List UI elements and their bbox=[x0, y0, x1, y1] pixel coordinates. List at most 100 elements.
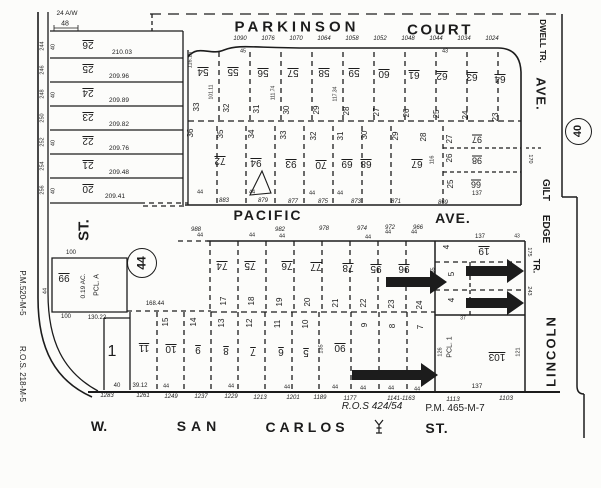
map-label: 11 bbox=[138, 342, 150, 353]
street-label-gilt-tr: TR. bbox=[531, 258, 542, 274]
map-label: 22 bbox=[359, 298, 368, 308]
map-label: 1090 bbox=[233, 36, 247, 42]
map-label: 0.19 AC. bbox=[79, 273, 87, 299]
map-label: 135 bbox=[430, 267, 437, 277]
map-label: 209.41 bbox=[105, 192, 125, 200]
map-label: 29 bbox=[312, 105, 321, 115]
map-label: 1044 bbox=[429, 36, 443, 42]
map-label: 23 bbox=[491, 112, 500, 122]
map-label: 44 bbox=[42, 287, 49, 295]
survey-monument-symbol bbox=[374, 419, 384, 434]
map-label: 1113 bbox=[446, 395, 460, 403]
ref-ros-218-m-5: R.O.S. 218-M-5 bbox=[18, 345, 27, 403]
map-label: 74 bbox=[216, 260, 228, 271]
map-label: 210.03 bbox=[112, 48, 132, 56]
map-label: 209.89 bbox=[109, 96, 129, 104]
map-label: 875 bbox=[317, 199, 329, 205]
map-label: 30 bbox=[282, 105, 291, 115]
map-label: 28 bbox=[342, 106, 351, 116]
map-label: 72 bbox=[214, 155, 226, 166]
map-label: 44 bbox=[196, 232, 204, 239]
map-label: 44 bbox=[227, 383, 235, 390]
map-label: 1034 bbox=[457, 36, 471, 42]
map-label: 12 bbox=[245, 318, 254, 328]
map-label: 95 bbox=[370, 263, 382, 274]
map-label: 44 bbox=[410, 229, 418, 236]
map-label: 76 bbox=[281, 260, 293, 271]
map-label: 34 bbox=[247, 129, 256, 139]
map-label: 40 bbox=[50, 91, 57, 99]
sheet-ref-40: 40 bbox=[564, 117, 592, 145]
map-label: 40 bbox=[50, 139, 57, 147]
ref-pm-465-m-7: P.M. 465-M-7 bbox=[425, 403, 485, 414]
map-label: 8 bbox=[223, 345, 229, 356]
map-label: 97 bbox=[471, 134, 483, 145]
map-label: 31 bbox=[336, 131, 345, 141]
map-label: 126 bbox=[437, 347, 444, 357]
map-label: 58 bbox=[318, 67, 330, 78]
map-label: 243 bbox=[525, 286, 532, 296]
map-label: 1070 bbox=[289, 36, 303, 42]
map-label: 250 bbox=[39, 113, 46, 123]
map-label: 1237 bbox=[194, 394, 208, 400]
map-label: 27 bbox=[445, 134, 454, 144]
map-label: 254 bbox=[39, 161, 46, 171]
map-label: 37 bbox=[460, 315, 466, 322]
map-label: 32 bbox=[309, 131, 318, 141]
map-label: 99 bbox=[58, 272, 70, 283]
map-label: 44 bbox=[331, 384, 339, 391]
map-label: 55 bbox=[227, 66, 239, 77]
map-label: 44 bbox=[196, 189, 204, 196]
map-label: 35 bbox=[216, 129, 225, 139]
street-label-pacific: PACIFIC bbox=[233, 207, 303, 223]
parcel-flag-triangle bbox=[249, 169, 272, 196]
map-label: 33 bbox=[192, 102, 201, 112]
map-label: 1141-1163 bbox=[387, 396, 415, 402]
map-label: 244 bbox=[39, 41, 46, 51]
map-label: 57 bbox=[287, 67, 299, 78]
map-label: 103 bbox=[488, 351, 506, 362]
map-label: 24 bbox=[461, 110, 470, 120]
map-label: 988 bbox=[190, 227, 202, 233]
map-label: 974 bbox=[356, 226, 368, 232]
map-label: 137 bbox=[474, 234, 486, 240]
map-label: 44 bbox=[283, 384, 291, 391]
map-label: 22 bbox=[82, 135, 94, 146]
map-label: 972 bbox=[384, 225, 396, 231]
map-label: 48 bbox=[61, 20, 69, 28]
map-label: 21 bbox=[82, 159, 94, 170]
map-label: 40 bbox=[50, 187, 57, 195]
map-label: 44 bbox=[308, 190, 316, 197]
map-label: 9 bbox=[195, 344, 201, 355]
map-label: 7 bbox=[250, 346, 256, 357]
map-label: 121 bbox=[515, 347, 522, 357]
map-label: 67 bbox=[411, 158, 423, 169]
map-label: 1058 bbox=[345, 36, 359, 42]
map-label: 1201 bbox=[286, 395, 300, 401]
map-label: PCL. A bbox=[93, 274, 101, 296]
map-label: 137 bbox=[471, 382, 483, 390]
street-label-west: W. bbox=[90, 418, 108, 434]
map-label: 5 bbox=[303, 347, 309, 358]
highlight-arrow bbox=[466, 291, 524, 315]
map-label: 94 bbox=[250, 157, 262, 168]
map-label: 64 bbox=[494, 73, 506, 84]
street-label-pacific-ave: AVE. bbox=[435, 210, 471, 226]
map-label: 1177 bbox=[343, 396, 357, 402]
map-label: 62 bbox=[436, 70, 448, 81]
map-label: 175 bbox=[525, 247, 532, 257]
street-label-edge: EDGE bbox=[540, 214, 551, 244]
map-label: 66 bbox=[470, 179, 482, 190]
map-label: 1213 bbox=[253, 395, 267, 401]
map-label: 33 bbox=[279, 130, 288, 140]
ref-pm-520-m-5: P.M.520-M-5 bbox=[18, 270, 27, 316]
ref-ros-424-54: R.O.S 424/54 bbox=[341, 401, 403, 412]
map-label: 43 bbox=[514, 233, 520, 240]
map-label: 23 bbox=[82, 111, 94, 122]
map-label: 170 bbox=[526, 154, 533, 164]
map-label: 982 bbox=[274, 227, 286, 233]
map-label: 209.96 bbox=[109, 72, 129, 80]
map-label: 60 bbox=[378, 68, 390, 79]
street-label-lincoln: LINCOLN bbox=[543, 315, 559, 387]
